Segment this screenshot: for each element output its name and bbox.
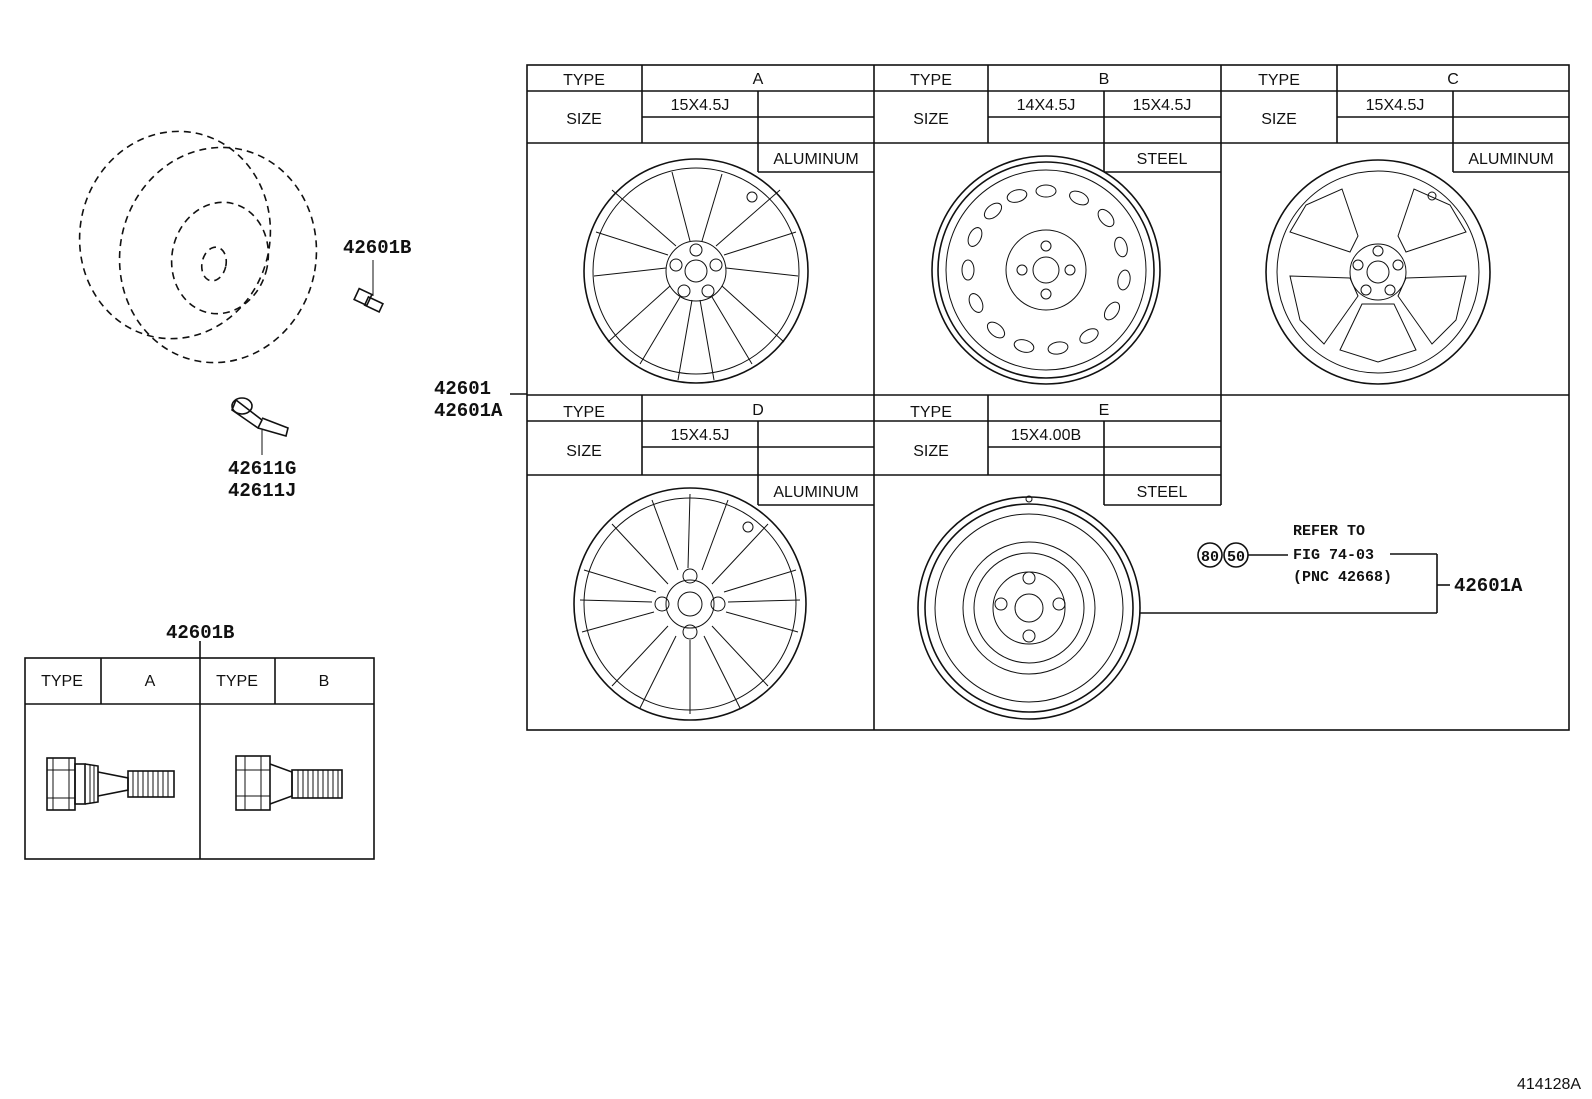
size-label-a: SIZE <box>566 111 602 128</box>
wheel-type-a <box>583 158 809 384</box>
type-value-d: D <box>752 402 764 419</box>
size-a-1: 15X4.5J <box>671 97 730 114</box>
wheel-b-vent-holes <box>961 184 1131 355</box>
bolt-table-title: 42601B <box>166 622 234 644</box>
bolt-type-label-b: TYPE <box>216 673 258 690</box>
type-label-d: TYPE <box>563 404 605 421</box>
size-b-2: 15X4.5J <box>1133 97 1192 114</box>
wheel-type-b <box>931 155 1161 385</box>
material-b: STEEL <box>1137 151 1188 168</box>
lug-bolt-icon <box>353 260 385 313</box>
wheel-type-table <box>526 64 1570 731</box>
size-b-1: 14X4.5J <box>1017 97 1076 114</box>
part-number-spare: 42601A <box>1454 575 1523 597</box>
wheel-type-d <box>573 487 807 721</box>
part-number-valve-2: 42611J <box>228 480 296 502</box>
reference-badge-50: 50 <box>1227 549 1245 566</box>
wheel-c-windows <box>1289 188 1467 363</box>
part-number-wheel-1: 42601 <box>434 378 491 400</box>
size-label-d: SIZE <box>566 443 602 460</box>
size-label-c: SIZE <box>1261 111 1297 128</box>
reference-callout <box>1140 542 1450 614</box>
bolt-type-value-b: B <box>319 673 330 690</box>
bolt-type-table <box>24 641 375 860</box>
material-e: STEEL <box>1137 484 1188 501</box>
bolt-type-value-a: A <box>145 673 156 690</box>
size-e-1: 15X4.00B <box>1011 427 1081 444</box>
wheel-type-e <box>917 495 1141 720</box>
type-label-b: TYPE <box>910 72 952 89</box>
bolt-type-b-drawing <box>235 755 343 811</box>
reference-badge-80: 80 <box>1201 549 1219 566</box>
part-number-wheel-2: 42601A <box>434 400 503 422</box>
bolt-type-label-a: TYPE <box>41 673 83 690</box>
bolt-type-a-drawing <box>46 757 175 811</box>
type-value-c: C <box>1447 71 1459 88</box>
material-d: ALUMINUM <box>773 484 858 501</box>
type-value-b: B <box>1099 71 1110 88</box>
size-label-b: SIZE <box>913 111 949 128</box>
type-value-e: E <box>1099 402 1110 419</box>
part-number-valve-1: 42611G <box>228 458 296 480</box>
type-label-a: TYPE <box>563 72 605 89</box>
size-c-1: 15X4.5J <box>1366 97 1425 114</box>
reference-line-3: (PNC 42668) <box>1293 569 1392 586</box>
reference-line-2: FIG 74-03 <box>1293 547 1374 564</box>
type-value-a: A <box>753 71 764 88</box>
type-label-c: TYPE <box>1258 72 1300 89</box>
part-number-bolt: 42601B <box>343 237 411 259</box>
figure-id: 414128A <box>1517 1076 1581 1093</box>
wheel-type-c <box>1265 159 1491 385</box>
wheel-d-spokes <box>579 493 801 714</box>
size-label-e: SIZE <box>913 443 949 460</box>
material-a: ALUMINUM <box>773 151 858 168</box>
material-c: ALUMINUM <box>1468 151 1553 168</box>
tire-illustration <box>78 130 318 364</box>
reference-line-1: REFER TO <box>1293 523 1365 540</box>
valve-stem-icon <box>231 397 289 455</box>
type-label-e: TYPE <box>910 404 952 421</box>
size-d-1: 15X4.5J <box>671 427 730 444</box>
